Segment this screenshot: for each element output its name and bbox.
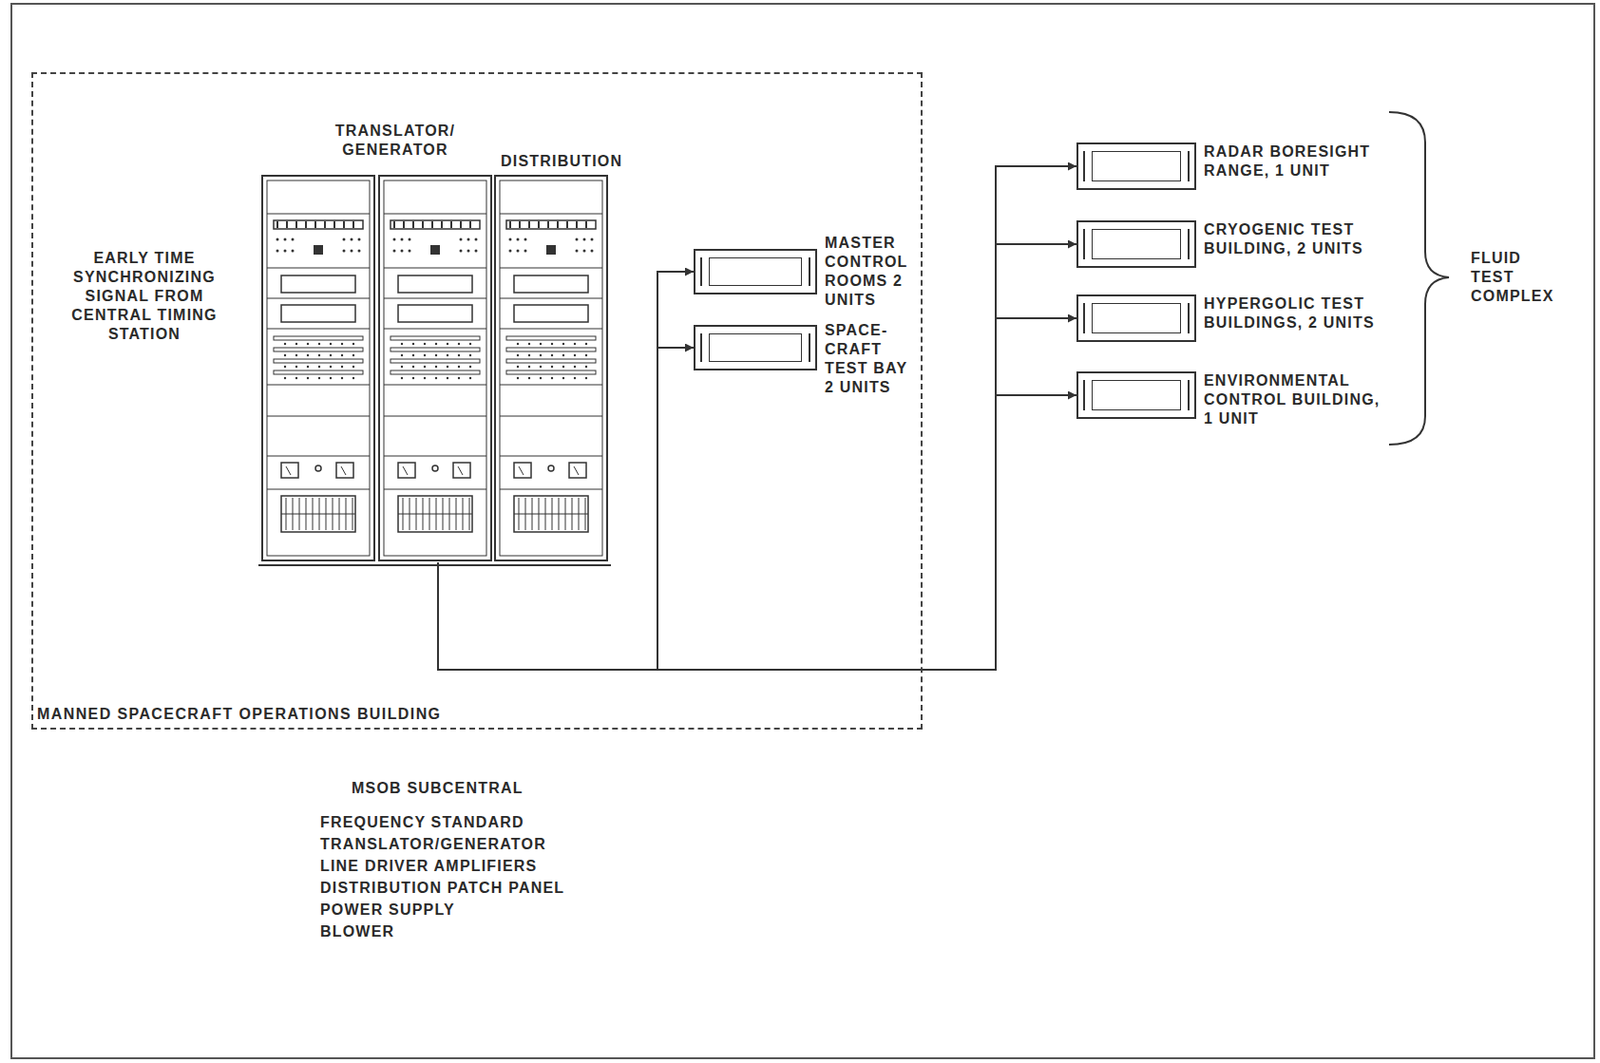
unit-handle [700,257,703,286]
list-item: TRANSLATOR/GENERATOR [320,835,625,855]
list-item: LINE DRIVER AMPLIFIERS [320,857,625,877]
unit-handle [1083,228,1086,260]
timing-unit: RADAR BORESIGHT RANGE, 1 UNIT [1076,142,1398,192]
signal-line [438,318,1077,670]
unit-panel [1091,151,1181,182]
list-item: POWER SUPPLY [320,900,625,920]
unit-handle [1083,303,1086,334]
group-label: FLUID TEST COMPLEX [1470,248,1566,306]
unit-box [1076,371,1197,420]
signal-line [438,166,1077,670]
list-item: DISTRIBUTION PATCH PANEL [320,878,625,898]
region-label: MANNED SPACECRAFT OPERATIONS BUILDING [37,704,441,724]
page-frame [11,3,1595,1059]
rack-heading: TRANSLATOR/ GENERATOR [309,121,481,160]
brace [1389,112,1449,445]
timing-unit: CRYOGENIC TEST BUILDING, 2 UNITS [1076,220,1398,270]
unit-handle [1187,228,1190,260]
signal-line [438,244,1077,670]
signal-line [438,395,1077,670]
unit-box [693,248,818,295]
building-region: MANNED SPACECRAFT OPERATIONS BUILDING TRA… [31,72,923,730]
unit-label: CRYOGENIC TEST BUILDING, 2 UNITS [1203,220,1394,259]
timing-unit: HYPERGOLIC TEST BUILDINGS, 2 UNITS [1076,294,1398,344]
unit-label: SPACE- CRAFT TEST BAY 2 UNITS [824,321,920,398]
rack-heading: DISTRIBUTION [500,152,644,172]
timing-unit: MASTER CONTROL ROOMS 2 UNITS [693,233,924,312]
unit-handle [1083,151,1086,182]
unit-handle [1187,380,1190,411]
list-item: BLOWER [320,922,625,942]
unit-box [1076,220,1197,268]
unit-label: ENVIRONMENTAL CONTROL BUILDING, 1 UNIT [1203,371,1394,429]
timing-unit: ENVIRONMENTAL CONTROL BUILDING, 1 UNIT [1076,371,1398,431]
equipment-rack: TRANSLATOR/ GENERATOR [264,115,495,563]
unit-label: MASTER CONTROL ROOMS 2 UNITS [824,233,920,310]
unit-box [1076,294,1197,343]
unit-box [693,324,818,371]
unit-handle [1187,303,1190,334]
timing-unit: SPACE- CRAFT TEST BAY 2 UNITS [693,321,924,400]
list-item: FREQUENCY STANDARD [320,813,625,833]
signal-line [438,347,694,670]
equipment-racks [258,175,611,566]
unit-panel [708,333,802,362]
list-heading: MSOB SUBCENTRAL [351,779,637,799]
signal-note: EARLY TIME SYNCHRONIZING SIGNAL FROM CEN… [58,248,230,344]
unit-handle [808,257,811,286]
unit-panel [1091,228,1181,260]
signal-line [438,271,694,670]
unit-label: HYPERGOLIC TEST BUILDINGS, 2 UNITS [1203,294,1394,333]
unit-panel [1091,303,1181,334]
unit-handle [808,333,811,362]
unit-handle [1083,380,1086,411]
equipment-rack: DISTRIBUTION [496,144,640,563]
unit-panel [1091,380,1181,411]
unit-handle [700,333,703,362]
unit-label: RADAR BORESIGHT RANGE, 1 UNIT [1203,142,1394,181]
unit-panel [708,257,802,286]
unit-box [1076,142,1197,191]
unit-handle [1187,151,1190,182]
